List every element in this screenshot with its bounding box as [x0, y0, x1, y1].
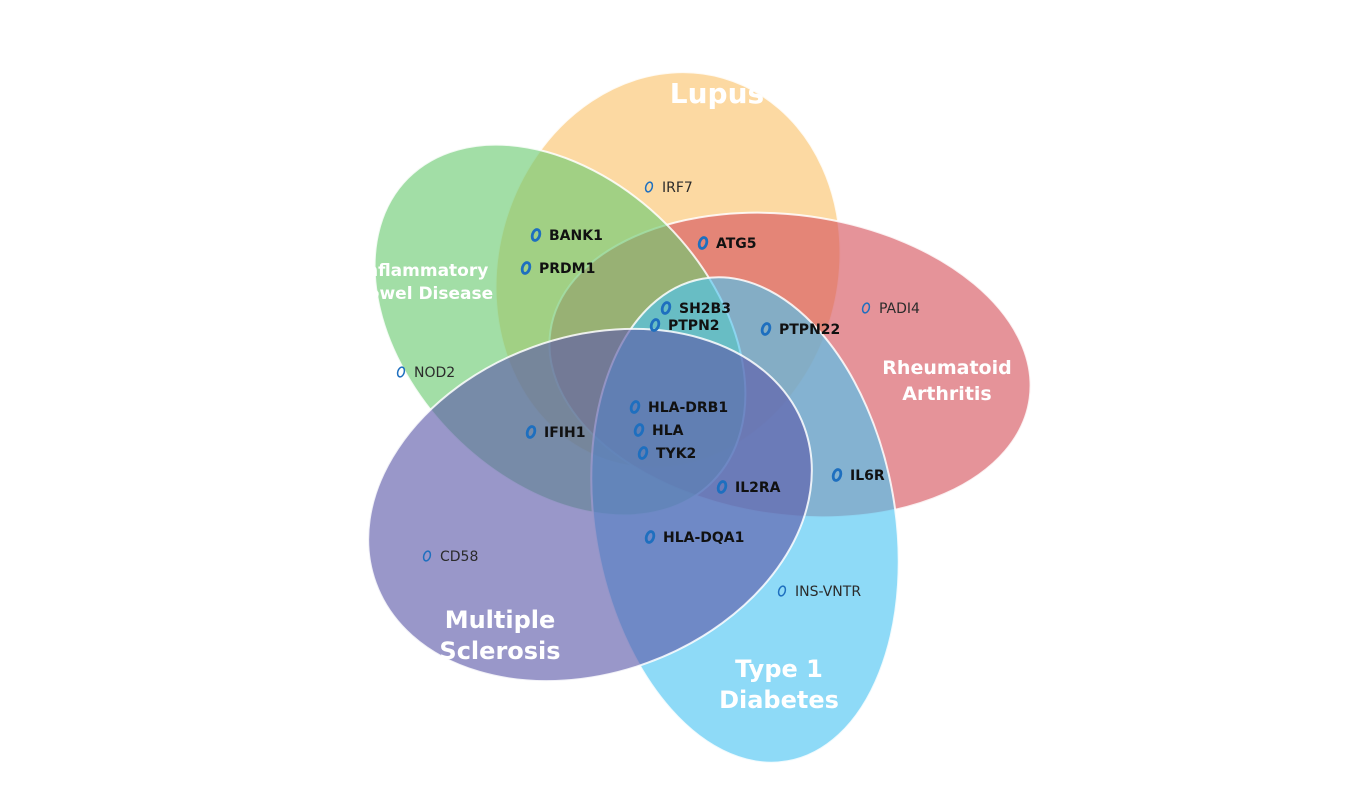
gene-label: BANK1 [549, 228, 603, 244]
gene-label: INS-VNTR [795, 584, 861, 600]
gene-item: CD58 [422, 549, 478, 565]
gene-marker-icon [831, 468, 843, 482]
gene-label: HLA [652, 423, 684, 439]
gene-item: PRDM1 [520, 261, 595, 277]
gene-item: ATG5 [697, 236, 757, 252]
gene-marker-icon [525, 425, 537, 439]
gene-item: PTPN2 [649, 318, 720, 334]
title-t1d-line: Type 1 [735, 655, 823, 683]
gene-marker-icon [716, 480, 728, 494]
title-ms-line: Sclerosis [439, 637, 560, 665]
gene-marker-icon [644, 530, 656, 544]
gene-item: IL2RA [716, 480, 781, 496]
title-ra-line: Rheumatoid [882, 357, 1011, 379]
gene-marker-icon [644, 181, 654, 193]
gene-label: NOD2 [414, 365, 455, 381]
gene-item: TYK2 [637, 446, 696, 462]
gene-label: TYK2 [656, 446, 696, 462]
petal-ms [367, 327, 813, 683]
title-ms-line: Multiple [445, 606, 556, 634]
gene-marker-icon [697, 236, 709, 250]
gene-label: IRF7 [662, 180, 693, 196]
title-t1d-line: Diabetes [719, 686, 839, 714]
gene-marker-icon [649, 318, 661, 332]
gene-item: IL6R [831, 468, 885, 484]
gene-item: NOD2 [396, 365, 455, 381]
gene-item: HLA-DQA1 [644, 530, 744, 546]
gene-label: SH2B3 [679, 301, 731, 317]
title-lupus: Lupus [670, 77, 764, 110]
gene-item: IFIH1 [525, 425, 585, 441]
gene-label: IL2RA [735, 480, 781, 496]
gene-label: PTPN22 [779, 322, 840, 338]
gene-marker-icon [530, 228, 542, 242]
gene-marker-icon [629, 400, 641, 414]
gene-item: SH2B3 [660, 301, 731, 317]
gene-label: PADI4 [879, 301, 920, 317]
gene-item: HLA [633, 423, 684, 439]
gene-item: INS-VNTR [777, 584, 861, 600]
gene-item: HLA-DRB1 [629, 400, 728, 416]
gene-label: PRDM1 [539, 261, 595, 277]
gene-marker-icon [396, 366, 406, 378]
gene-item: PADI4 [861, 301, 920, 317]
gene-label: HLA-DQA1 [663, 530, 744, 546]
gene-marker-icon [861, 302, 871, 314]
gene-marker-icon [633, 423, 645, 437]
title-t1d: Type 1 Diabetes [719, 655, 839, 714]
title-lupus-line: Lupus [670, 77, 764, 110]
gene-item: PTPN22 [760, 322, 840, 338]
gene-label: IL6R [850, 468, 885, 484]
gene-marker-icon [422, 550, 432, 562]
gene-label: PTPN2 [668, 318, 720, 334]
gene-item: BANK1 [530, 228, 603, 244]
title-ibd-line: Bowel Disease [355, 284, 493, 304]
gene-marker-icon [637, 446, 649, 460]
gene-marker-icon [760, 322, 772, 336]
petal-layer [367, 71, 1032, 764]
gene-item: IRF7 [644, 180, 693, 196]
gene-label: IFIH1 [544, 425, 585, 441]
gene-label: ATG5 [716, 236, 757, 252]
gene-marker-icon [660, 301, 672, 315]
gene-marker-icon [777, 585, 787, 597]
title-ibd-line: Inflammatory [360, 261, 489, 281]
gene-label: CD58 [440, 549, 478, 565]
title-ra-line: Arthritis [902, 383, 991, 405]
gene-label: HLA-DRB1 [648, 400, 728, 416]
gene-marker-icon [520, 261, 532, 275]
